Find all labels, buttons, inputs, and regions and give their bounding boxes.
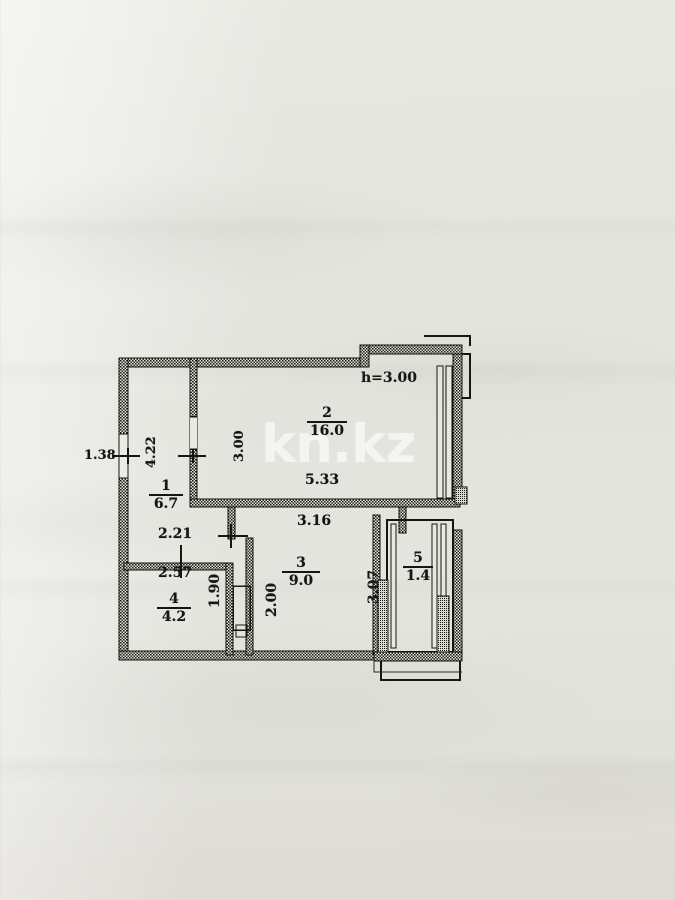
dimension-5-33: 5.33 bbox=[305, 472, 340, 488]
room-5-number: 5 bbox=[413, 550, 423, 566]
dimension-3-00-vertical: 3.00 bbox=[232, 430, 247, 462]
ceiling-height-label: h=3.00 bbox=[361, 370, 418, 386]
room-4-area: 4.2 bbox=[161, 609, 187, 625]
room-marker-1: 1 6.7 bbox=[148, 479, 184, 511]
dimension-1-38: 1.38 bbox=[84, 448, 116, 463]
dimension-2-57: 2.57 bbox=[158, 565, 193, 581]
room-3-area: 9.0 bbox=[288, 573, 314, 589]
dimension-3-07: 3.07 bbox=[366, 569, 382, 604]
balcony-room-5 bbox=[373, 519, 463, 681]
room-1-number: 1 bbox=[161, 478, 171, 494]
room-2-area: 16.0 bbox=[309, 423, 345, 439]
room-2-rule bbox=[307, 421, 347, 423]
room-5-rule bbox=[403, 566, 433, 568]
fixture-hall bbox=[232, 585, 251, 638]
room-3-number: 3 bbox=[296, 555, 306, 571]
room-5-area: 1.4 bbox=[405, 568, 431, 584]
balcony-outline-lower bbox=[373, 661, 462, 673]
room-marker-2: 2 16.0 bbox=[306, 406, 348, 438]
room-1-area: 6.7 bbox=[153, 496, 179, 512]
dimension-3-16: 3.16 bbox=[297, 513, 332, 529]
room-marker-4: 4 4.2 bbox=[156, 592, 192, 624]
glazing-strip-upper-right bbox=[424, 335, 471, 505]
dimension-2-00: 2.00 bbox=[264, 582, 280, 617]
room-4-rule bbox=[157, 607, 191, 609]
dimension-1-90: 1.90 bbox=[207, 573, 223, 608]
room-3-rule bbox=[282, 571, 320, 573]
room-marker-5: 5 1.4 bbox=[402, 551, 434, 583]
room-2-number: 2 bbox=[322, 405, 332, 421]
room-marker-3: 3 9.0 bbox=[281, 556, 321, 588]
dimension-2-21: 2.21 bbox=[158, 526, 193, 542]
room-4-number: 4 bbox=[169, 591, 179, 607]
room-1-rule bbox=[149, 494, 183, 496]
dimension-4-22: 4.22 bbox=[144, 436, 159, 468]
dimension-ticks bbox=[112, 448, 248, 578]
